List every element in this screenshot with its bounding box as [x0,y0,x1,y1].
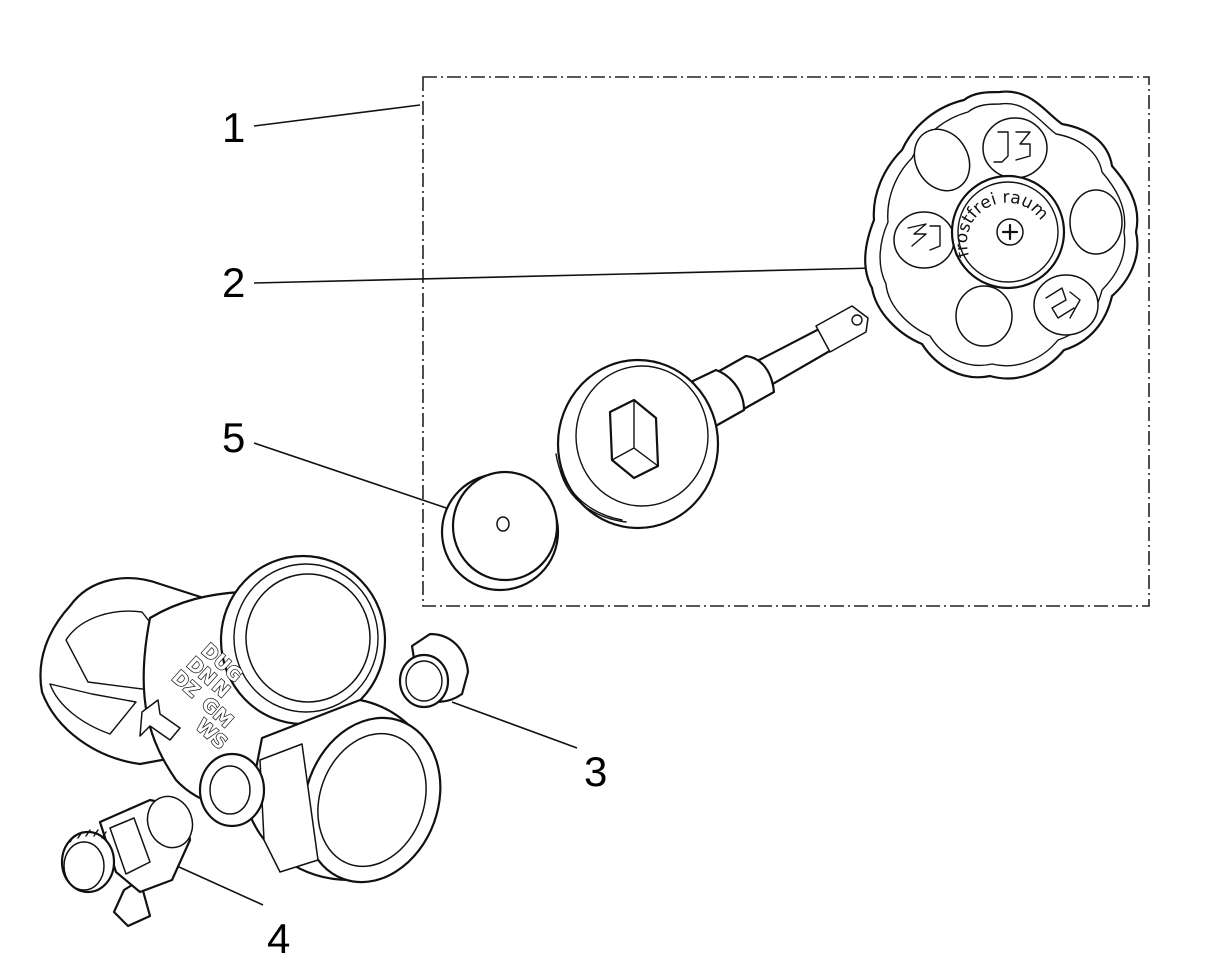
handwheel-lobe-bottom-right [1033,274,1099,336]
handwheel-logo-left-icon [907,223,941,251]
callout-number-4: 4 [267,915,290,962]
plug-face-outer [398,653,450,709]
spindle-tip-hole [851,314,863,326]
handwheel-center-hub-inner [957,181,1059,283]
valve-body: DUG DN N DZ GM WS [39,554,442,884]
leader-line-2 [253,267,875,284]
leader-line-5 [253,442,468,516]
callout-number-2: 2 [222,259,245,306]
handwheel-lobe-top [982,117,1048,179]
spindle-hex-nut-edges [611,399,659,467]
handwheel: frostfrei raum [864,90,1139,380]
spindle-square-tip [815,305,869,353]
drain-valve-cap-face [63,841,105,891]
handwheel-logo-bottom-right-icon [1045,287,1081,319]
drain-valve [60,795,194,928]
assembly-boundary-box [422,76,1150,607]
handwheel-lobe-left [893,211,955,269]
plug-cap [398,632,470,709]
handwheel-lobe-right [1069,189,1123,255]
leader-lines [167,104,875,906]
callout-number-3: 3 [584,748,607,795]
valve-body-lower-port-inner [317,732,427,868]
valve-body-top-port-mid [233,563,379,713]
valve-body-flow-arrow-icon [139,699,181,741]
leader-line-4 [167,861,264,906]
handwheel-inner-rim [879,102,1126,367]
callout-numbers: 1 2 5 3 4 [222,104,607,962]
valve-body-side-strap [259,743,319,873]
leader-line-3 [451,701,578,749]
handwheel-screw-cross-icon [1001,223,1019,241]
washer-disc [440,470,560,592]
drain-valve-knurl-marks [69,829,107,843]
plug-face-inner [405,660,443,702]
handwheel-lobe-bottom-left [955,285,1013,347]
leader-line-1 [253,104,421,127]
drain-valve-inlet-thread [146,795,194,849]
spindle-bonnet-thread-1 [555,453,623,521]
callout-number-1: 1 [222,104,245,151]
handwheel-lobe-upper-left [913,128,971,192]
washer-center-hole [496,516,510,532]
handwheel-logo-top-icon [993,131,1031,163]
valve-body-cage-rib-2 [49,683,137,735]
valve-body-side-port-inner [209,765,251,815]
valve-body-top-port-inner [245,573,371,703]
valve-spindle-insert [555,305,869,530]
spindle-bonnet-thread-2 [559,469,627,523]
callout-number-5: 5 [222,414,245,461]
drain-valve-square-collar [109,817,151,875]
spindle-bonnet-face [575,365,709,507]
